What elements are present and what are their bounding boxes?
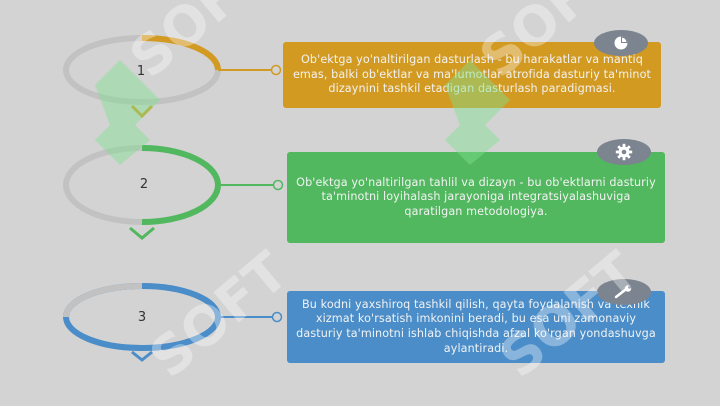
wrench-icon (614, 285, 632, 299)
step-2-text: Ob'ektga yo'naltirilgan tahlil va dizayn… (296, 175, 656, 218)
step-2-number: 2 (139, 177, 149, 192)
step-2-badge (597, 139, 651, 165)
step-1-text: Ob'ektga yo'naltirilgan dasturlash - bu … (292, 53, 652, 96)
step-1-badge (594, 30, 648, 56)
step-3-badge (597, 279, 651, 305)
step-1-card: Ob'ektga yo'naltirilgan dasturlash - bu … (283, 42, 661, 108)
step-3-card: Bu kodni yaxshiroq tashkil qilish, qayta… (287, 291, 665, 363)
step-3-ring (63, 283, 283, 362)
step-3-number: 3 (137, 310, 147, 325)
step-1-ring (63, 35, 282, 119)
gear-icon (615, 143, 633, 161)
pie-chart-icon (614, 36, 628, 50)
step-2-card: Ob'ektga yo'naltirilgan tahlil va dizayn… (287, 152, 665, 243)
step-3-text: Bu kodni yaxshiroq tashkil qilish, qayta… (296, 297, 656, 355)
step-1-number: 1 (136, 64, 146, 79)
step-2-ring (63, 145, 284, 240)
